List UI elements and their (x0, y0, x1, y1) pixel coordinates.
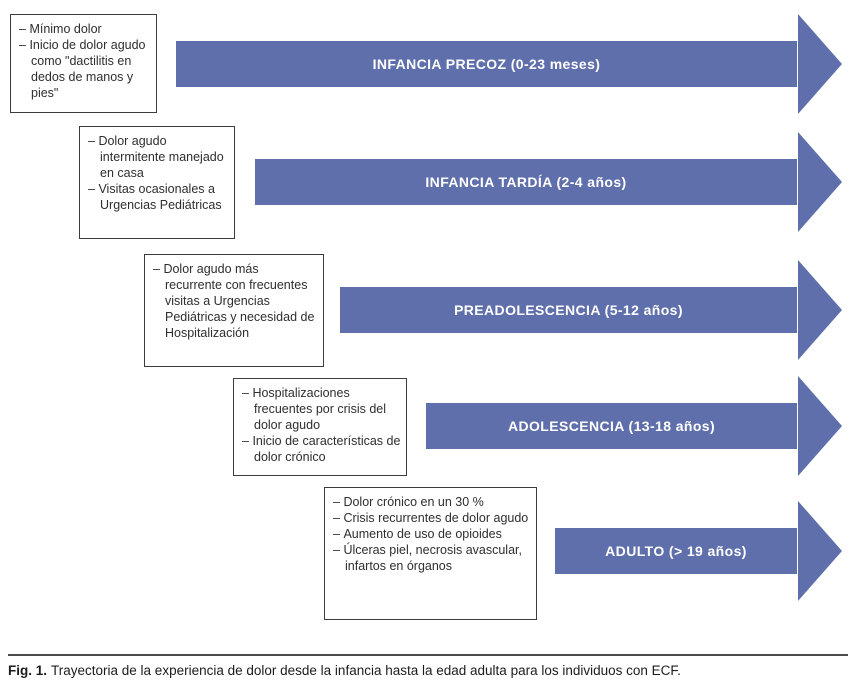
arrow-body: INFANCIA TARDÍA (2-4 años) (255, 159, 797, 205)
symptoms-box: Mínimo dolorInicio de dolor agudo como "… (10, 14, 157, 113)
stage-label: ADULTO (> 19 años) (605, 543, 747, 559)
stage-label: PREADOLESCENCIA (5-12 años) (454, 302, 683, 318)
symptoms-list: Dolor agudo más recurrente con frecuente… (153, 261, 318, 341)
symptoms-box: Dolor agudo más recurrente con frecuente… (144, 254, 324, 367)
stage-label: INFANCIA TARDÍA (2-4 años) (425, 174, 627, 190)
arrow-head-icon (798, 14, 842, 114)
symptom-item: Hospitalizaciones frecuentes por crisis … (242, 385, 401, 433)
symptoms-list: Hospitalizaciones frecuentes por crisis … (242, 385, 401, 465)
symptoms-box: Hospitalizaciones frecuentes por crisis … (233, 378, 407, 476)
symptom-item: Aumento de uso de opioides (333, 526, 531, 542)
symptoms-list: Mínimo dolorInicio de dolor agudo como "… (19, 21, 151, 101)
symptom-item: Dolor agudo más recurrente con frecuente… (153, 261, 318, 341)
symptom-item: Úlceras piel, necrosis avascular, infart… (333, 542, 531, 574)
arrow-body: INFANCIA PRECOZ (0-23 meses) (176, 41, 797, 87)
arrow-body: ADOLESCENCIA (13-18 años) (426, 403, 797, 449)
stage-arrow: PREADOLESCENCIA (5-12 años) (340, 260, 842, 360)
arrow-body: ADULTO (> 19 años) (555, 528, 797, 574)
symptoms-list: Dolor agudo intermitente manejado en cas… (88, 133, 229, 213)
stage-label: ADOLESCENCIA (13-18 años) (507, 418, 716, 434)
stage-arrow: ADULTO (> 19 años) (555, 501, 842, 601)
stage-arrow: INFANCIA PRECOZ (0-23 meses) (176, 14, 842, 114)
figure-caption-text: Trayectoria de la experiencia de dolor d… (51, 663, 681, 678)
arrow-body: PREADOLESCENCIA (5-12 años) (340, 287, 797, 333)
symptom-item: Inicio de características de dolor cróni… (242, 433, 401, 465)
symptoms-box: Dolor agudo intermitente manejado en cas… (79, 126, 235, 239)
symptom-item: Dolor crónico en un 30 % (333, 494, 531, 510)
symptom-item: Dolor agudo intermitente manejado en cas… (88, 133, 229, 181)
symptoms-list: Dolor crónico en un 30 %Crisis recurrent… (333, 494, 531, 574)
caption-divider (8, 654, 848, 656)
arrow-head-icon (798, 501, 842, 601)
arrow-head-icon (798, 376, 842, 476)
stage-arrow: ADOLESCENCIA (13-18 años) (426, 376, 842, 476)
arrow-head-icon (798, 260, 842, 360)
symptoms-box: Dolor crónico en un 30 %Crisis recurrent… (324, 487, 537, 620)
figure-caption-label: Fig. 1. (8, 663, 48, 678)
stage-label: INFANCIA PRECOZ (0-23 meses) (372, 56, 601, 72)
symptom-item: Crisis recurrentes de dolor agudo (333, 510, 531, 526)
arrow-head-icon (798, 132, 842, 232)
symptom-item: Mínimo dolor (19, 21, 151, 37)
symptom-item: Inicio de dolor agudo como "dactilitis e… (19, 37, 151, 101)
figure-caption: Fig. 1.Trayectoria de la experiencia de … (8, 662, 848, 679)
symptom-item: Visitas ocasionales a Urgencias Pediátri… (88, 181, 229, 213)
stage-arrow: INFANCIA TARDÍA (2-4 años) (255, 132, 842, 232)
